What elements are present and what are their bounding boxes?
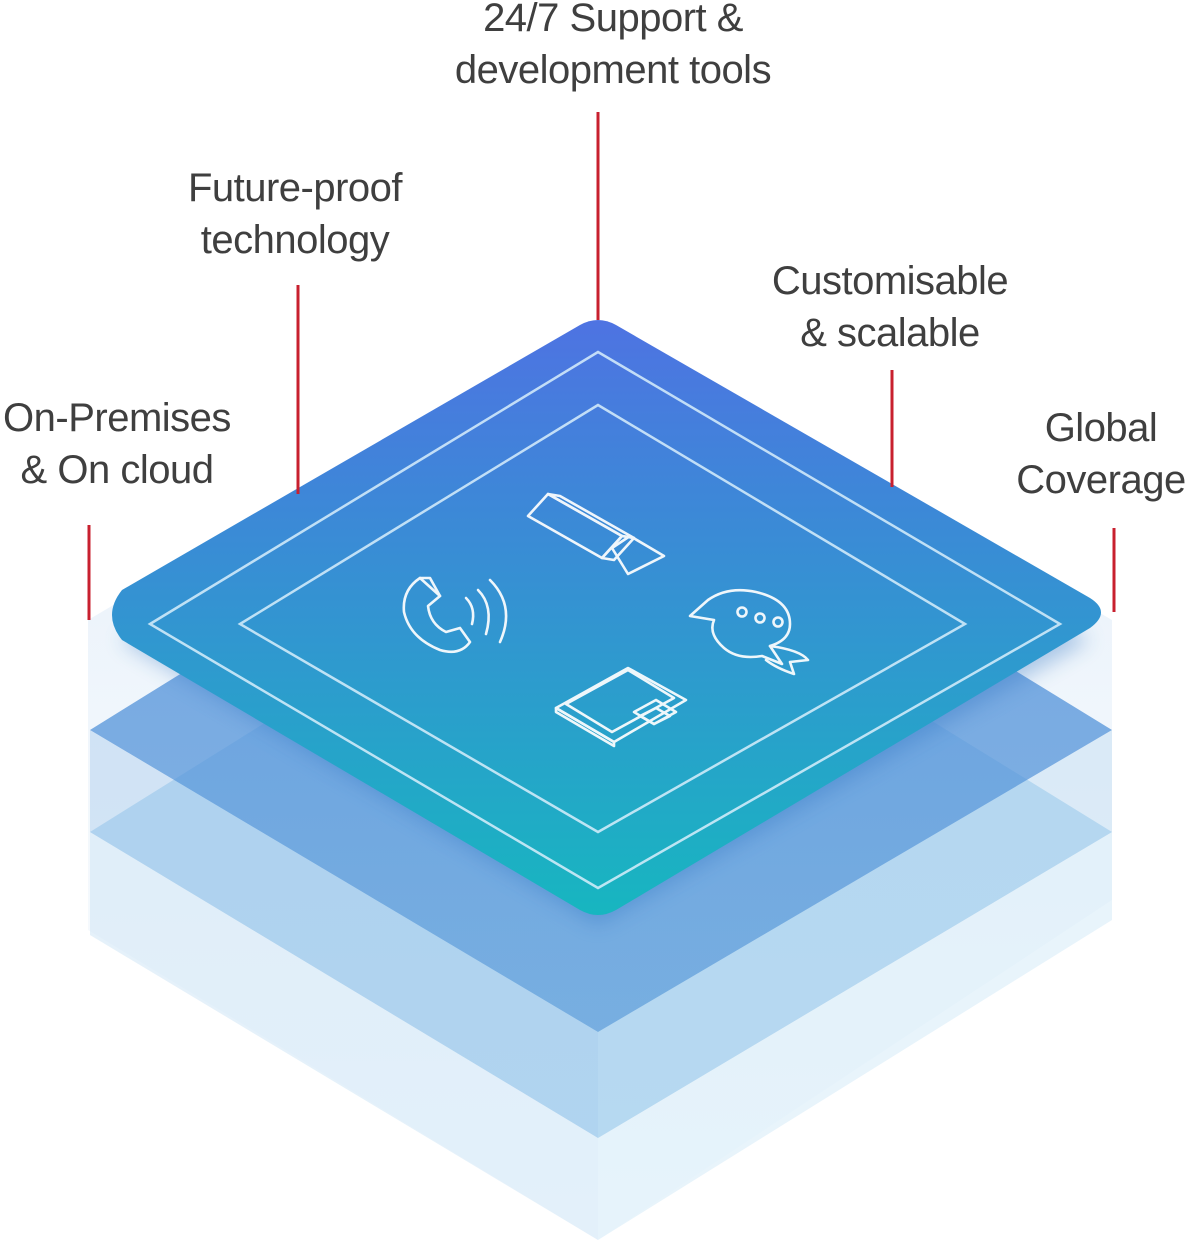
label-future: Future-proof technology	[150, 162, 440, 266]
inner-frame	[237, 403, 968, 834]
label-premises-line1: On-Premises	[3, 396, 231, 440]
label-premises-line2: & On cloud	[20, 448, 214, 492]
video-camera-icon	[526, 492, 666, 576]
outer-frame	[147, 350, 1063, 890]
label-premises: On-Premises & On cloud	[0, 392, 242, 496]
tablet-device-icon	[554, 666, 688, 748]
connector-lines	[87, 112, 1116, 620]
label-future-line2: technology	[200, 218, 390, 262]
label-custom-line2: & scalable	[800, 311, 980, 355]
phone-call-icon	[402, 576, 508, 654]
label-future-line1: Future-proof	[187, 166, 403, 210]
chat-bubbles-icon	[688, 588, 810, 676]
label-global-line1: Global	[1044, 406, 1158, 450]
label-support-line1: 24/7 Support &	[483, 0, 743, 40]
label-global: Global Coverage	[1006, 402, 1196, 506]
label-custom-line1: Customisable	[771, 259, 1009, 303]
label-support: 24/7 Support & development tools	[438, 0, 788, 96]
label-global-line2: Coverage	[1016, 458, 1186, 502]
label-support-line2: development tools	[454, 48, 772, 92]
top-layer	[112, 320, 1101, 915]
label-custom: Customisable & scalable	[745, 255, 1035, 359]
